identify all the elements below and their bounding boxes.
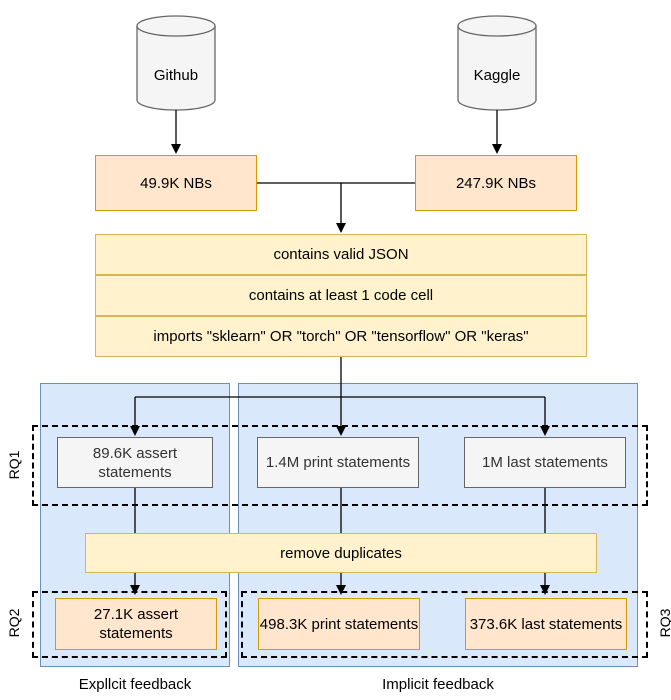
- last-statements: 1M last statements: [464, 437, 626, 488]
- filter-code-cell: contains at least 1 code cell: [95, 275, 587, 316]
- remove-duplicates-step: remove duplicates: [85, 533, 597, 573]
- rq3-label: RQ3: [657, 608, 671, 638]
- rq3-region: [241, 591, 648, 658]
- filter-imports: imports "sklearn" OR "torch" OR "tensorf…: [95, 316, 587, 357]
- deduped-assert-statements: 27.1K assert statements: [55, 598, 217, 650]
- filter-valid-json: contains valid JSON: [95, 234, 587, 275]
- github-label: Github: [153, 66, 199, 84]
- rq2-label: RQ2: [6, 608, 22, 638]
- explicit-feedback-caption: Expllcit feedback: [78, 676, 192, 693]
- implicit-feedback-caption: Implicit feedback: [382, 676, 494, 693]
- kaggle-notebooks-count: 247.9K NBs: [415, 155, 577, 211]
- rq1-label: RQ1: [6, 450, 22, 480]
- deduped-print-statements: 498.3K print statements: [258, 598, 420, 650]
- github-notebooks-count: 49.9K NBs: [95, 155, 257, 211]
- kaggle-label: Kaggle: [473, 66, 521, 84]
- deduped-last-statements: 373.6K last statements: [465, 598, 627, 650]
- rq2-region: [32, 591, 227, 658]
- github-database-icon: [136, 15, 216, 111]
- assert-statements: 89.6K assert statements: [57, 437, 213, 488]
- rq1-region: [32, 425, 648, 506]
- print-statements: 1.4M print statements: [257, 437, 419, 488]
